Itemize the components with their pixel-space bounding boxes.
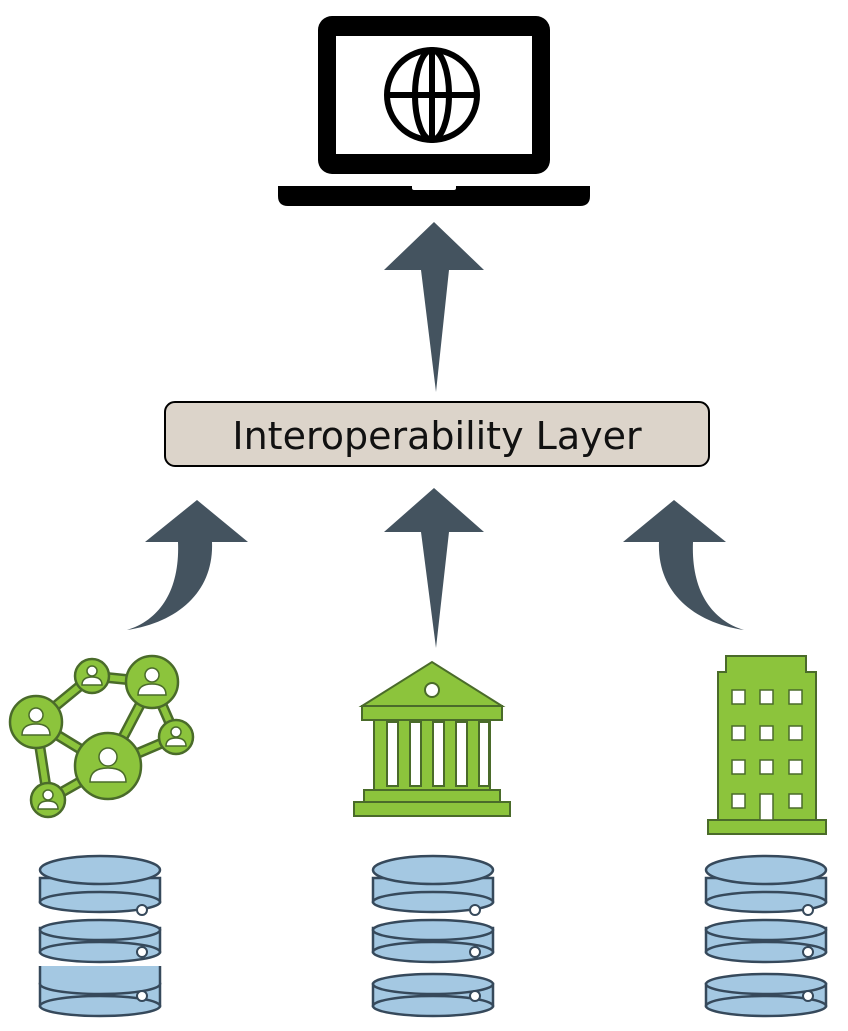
database-icon-government [371, 854, 495, 1018]
globe-icon [384, 47, 480, 143]
arrow-from-government [384, 488, 484, 648]
database-icon-social [38, 854, 162, 1018]
arrow-from-company [623, 500, 744, 630]
layer-label: Interoperability Layer [232, 414, 642, 458]
laptop-globe-icon [278, 16, 590, 206]
social-network-icon [8, 654, 195, 819]
government-building-icon [353, 660, 511, 817]
office-building-icon [707, 655, 827, 835]
arrow-to-app [384, 222, 484, 392]
database-icon-company [704, 854, 828, 1018]
arrow-from-social [127, 500, 248, 630]
interoperability-layer-box: Interoperability Layer [164, 401, 710, 467]
